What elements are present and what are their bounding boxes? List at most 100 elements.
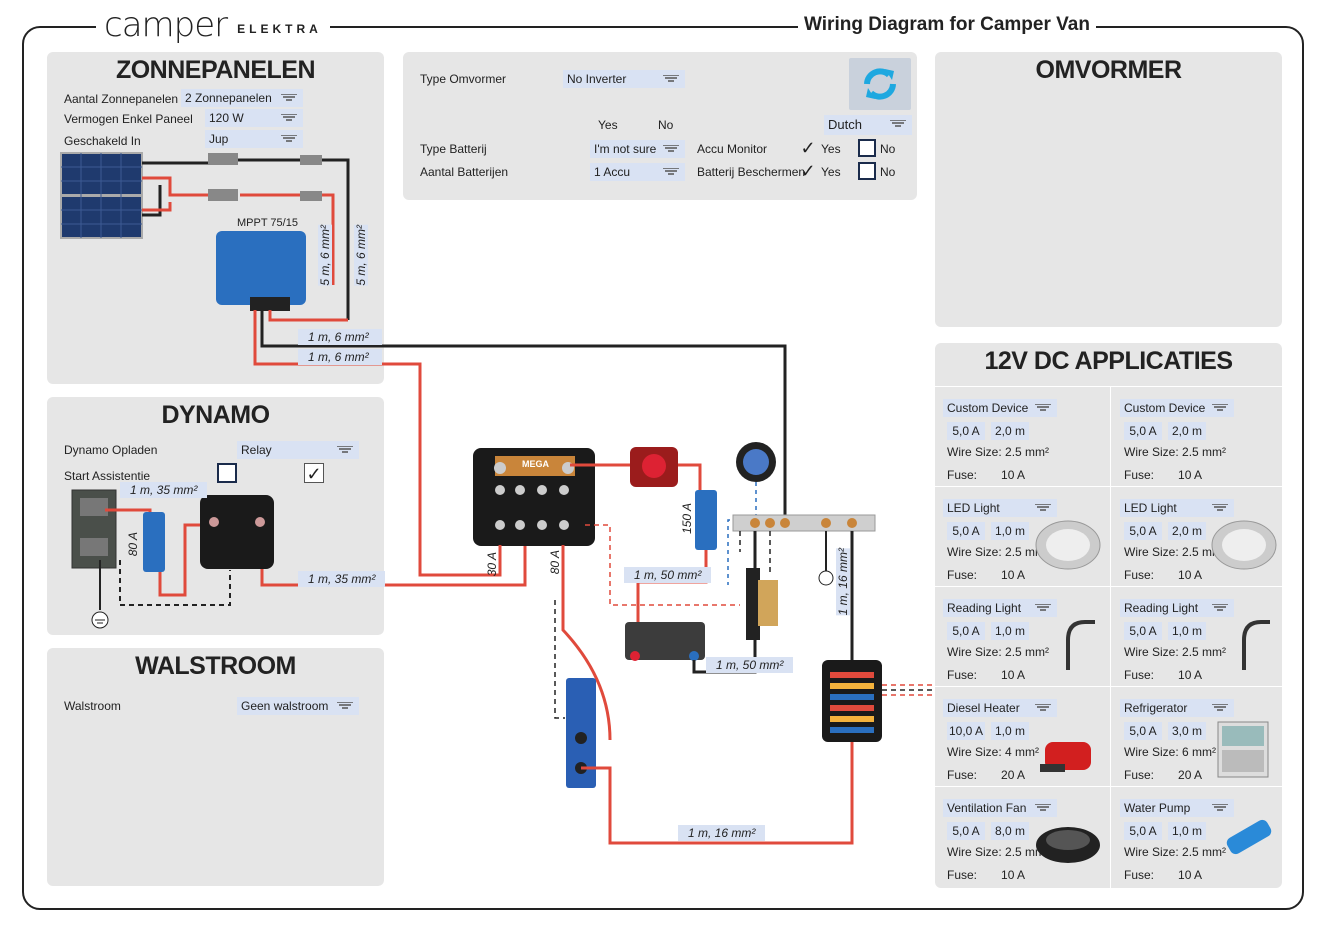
wire-label: 1 m, 6 mm² bbox=[298, 329, 382, 345]
zonnepanelen-heading: ZONNEPANELEN bbox=[115, 56, 316, 84]
device-length-input[interactable]: 2,0 m bbox=[991, 422, 1029, 440]
type-batterij-select[interactable]: I'm not sure bbox=[590, 140, 685, 158]
type-omvormer-label: Type Omvormer bbox=[420, 72, 507, 86]
batterij-beschermen-yes-label: Yes bbox=[821, 165, 841, 179]
device-current-input[interactable]: 5,0 A bbox=[947, 622, 985, 640]
wire-size-value: 6 mm² bbox=[1182, 745, 1217, 759]
start-assistentie-no-checkbox[interactable] bbox=[217, 463, 237, 483]
accu-monitor-yes-label: Yes bbox=[821, 142, 841, 156]
type-batterij-label: Type Batterij bbox=[420, 142, 487, 156]
device-current-input[interactable]: 5,0 A bbox=[1124, 822, 1162, 840]
device-type-select[interactable]: Custom Device bbox=[1120, 399, 1234, 417]
device-type-select[interactable]: Water Pump bbox=[1120, 799, 1234, 817]
walstroom-panel: WALSTROOM Walstroom Geen walstroom bbox=[47, 648, 384, 886]
device-type-select[interactable]: LED Light bbox=[943, 499, 1057, 517]
dropdown-arrow-icon bbox=[1212, 504, 1228, 512]
device-type-select[interactable]: Refrigerator bbox=[1120, 699, 1234, 717]
batterij-beschermen-yes-checkbox[interactable]: ✓ bbox=[800, 161, 816, 181]
wire-label: 5 m, 6 mm² bbox=[318, 225, 332, 286]
language-value: Dutch bbox=[828, 117, 862, 132]
device-current-input[interactable]: 5,0 A bbox=[947, 822, 985, 840]
device-card: Custom Device 5,0 A 2,0 m Wire Size: 2.5 mm… bbox=[939, 389, 1114, 487]
brand-sub: ELEKTRA bbox=[237, 22, 322, 36]
type-omvormer-value: No Inverter bbox=[567, 72, 627, 86]
wire-size-label: Wire Size: bbox=[947, 745, 1002, 759]
dropdown-arrow-icon bbox=[1212, 604, 1228, 612]
dropdown-arrow-icon bbox=[1035, 804, 1051, 812]
device-type-select[interactable]: Reading Light bbox=[943, 599, 1057, 617]
device-length-input[interactable]: 1,0 m bbox=[1168, 622, 1206, 640]
refresh-button[interactable] bbox=[849, 58, 911, 110]
device-current-input[interactable]: 5,0 A bbox=[1124, 422, 1162, 440]
refresh-icon bbox=[864, 68, 896, 100]
device-wire-size: Wire Size: 4 mm² bbox=[947, 745, 1039, 759]
wire-label: 1 m, 50 mm² bbox=[706, 657, 794, 673]
wire-label: 1 m, 50 mm² bbox=[624, 567, 712, 583]
device-type-select[interactable]: Reading Light bbox=[1120, 599, 1234, 617]
device-card: Diesel Heater 10,0 A 1,0 m Wire Size: 4 mm²… bbox=[939, 689, 1114, 787]
geschakeld-value: Jup bbox=[209, 132, 229, 146]
fuse-label: Fuse: bbox=[1124, 668, 1155, 682]
aantal-zonnepanelen-select[interactable]: 2 Zonnepanelen bbox=[181, 89, 303, 107]
device-length-input[interactable]: 1,0 m bbox=[991, 522, 1029, 540]
device-type-select[interactable]: LED Light bbox=[1120, 499, 1234, 517]
batterij-beschermen-no-checkbox[interactable] bbox=[858, 162, 876, 180]
page-title: Wiring Diagram for Camper Van bbox=[798, 14, 1096, 36]
accu-monitor-no-checkbox[interactable] bbox=[858, 139, 876, 157]
device-current-input[interactable]: 5,0 A bbox=[947, 422, 985, 440]
device-length-input[interactable]: 2,0 m bbox=[1168, 522, 1206, 540]
device-type-select[interactable]: Custom Device bbox=[943, 399, 1057, 417]
device-length-input[interactable]: 3,0 m bbox=[1168, 722, 1206, 740]
device-current-input[interactable]: 5,0 A bbox=[947, 522, 985, 540]
dropdown-arrow-icon bbox=[1035, 504, 1051, 512]
vermogen-select[interactable]: 120 W bbox=[205, 109, 303, 127]
fuse-value: 10 A bbox=[1001, 668, 1026, 682]
geschakeld-select[interactable]: Jup bbox=[205, 130, 303, 148]
walstroom-select[interactable]: Geen walstroom bbox=[237, 697, 359, 715]
wire-size-label: Wire Size: bbox=[1124, 645, 1179, 659]
device-current-input[interactable]: 5,0 A bbox=[1124, 722, 1162, 740]
dynamo-opladen-select[interactable]: Relay bbox=[237, 441, 359, 459]
device-wire-size: Wire Size: 6 mm² bbox=[1124, 745, 1216, 759]
fuse-label: Fuse: bbox=[947, 668, 978, 682]
dropdown-arrow-icon bbox=[663, 75, 679, 83]
fuse-label: Fuse: bbox=[947, 768, 978, 782]
type-batterij-value: I'm not sure bbox=[594, 142, 657, 156]
device-length-input[interactable]: 8,0 m bbox=[991, 822, 1029, 840]
fuse-value: 10 A bbox=[1178, 868, 1203, 882]
aantal-batterijen-label: Aantal Batterijen bbox=[420, 165, 509, 179]
device-wire-size: Wire Size: 2.5 mm² bbox=[947, 445, 1049, 459]
divider bbox=[935, 486, 1282, 487]
device-length-input[interactable]: 2,0 m bbox=[1168, 422, 1206, 440]
mppt-label: MPPT 75/15 bbox=[237, 217, 298, 229]
device-current-input[interactable]: 5,0 A bbox=[1124, 522, 1162, 540]
device-type-select[interactable]: Ventilation Fan bbox=[943, 799, 1057, 817]
wire-size-value: 2.5 mm² bbox=[1182, 845, 1227, 859]
fuse-label: Fuse: bbox=[1124, 468, 1155, 482]
device-fuse: Fuse:10 A bbox=[1124, 468, 1202, 482]
dropdown-arrow-icon bbox=[663, 168, 679, 176]
wire-label: 1 m, 6 mm² bbox=[298, 349, 382, 365]
device-current-input[interactable]: 10,0 A bbox=[947, 722, 985, 740]
device-fuse: Fuse:20 A bbox=[1124, 768, 1202, 782]
device-type-select[interactable]: Diesel Heater bbox=[943, 699, 1057, 717]
device-current-input[interactable]: 5,0 A bbox=[1124, 622, 1162, 640]
device-length-input[interactable]: 1,0 m bbox=[1168, 822, 1206, 840]
device-length-input[interactable]: 1,0 m bbox=[991, 622, 1029, 640]
aantal-batterijen-select[interactable]: 1 Accu bbox=[590, 163, 685, 181]
wire-size-value: 2.5 mm² bbox=[1182, 645, 1227, 659]
device-name: Reading Light bbox=[1124, 601, 1199, 615]
accu-monitor-label: Accu Monitor bbox=[697, 142, 768, 156]
start-assistentie-yes-checkbox[interactable]: ✓ bbox=[304, 463, 324, 484]
brand-logo: camper ELEKTRA bbox=[96, 8, 330, 42]
dropdown-arrow-icon bbox=[281, 135, 297, 143]
fuse-label: Fuse: bbox=[947, 868, 978, 882]
device-length-input[interactable]: 1,0 m bbox=[991, 722, 1029, 740]
wire-size-value: 4 mm² bbox=[1005, 745, 1040, 759]
type-omvormer-select[interactable]: No Inverter bbox=[563, 70, 685, 88]
accu-monitor-yes-checkbox[interactable]: ✓ bbox=[800, 138, 816, 158]
divider bbox=[935, 386, 1282, 387]
wire-size-value: 2.5 mm² bbox=[1182, 445, 1227, 459]
language-select[interactable]: Dutch bbox=[824, 115, 912, 135]
